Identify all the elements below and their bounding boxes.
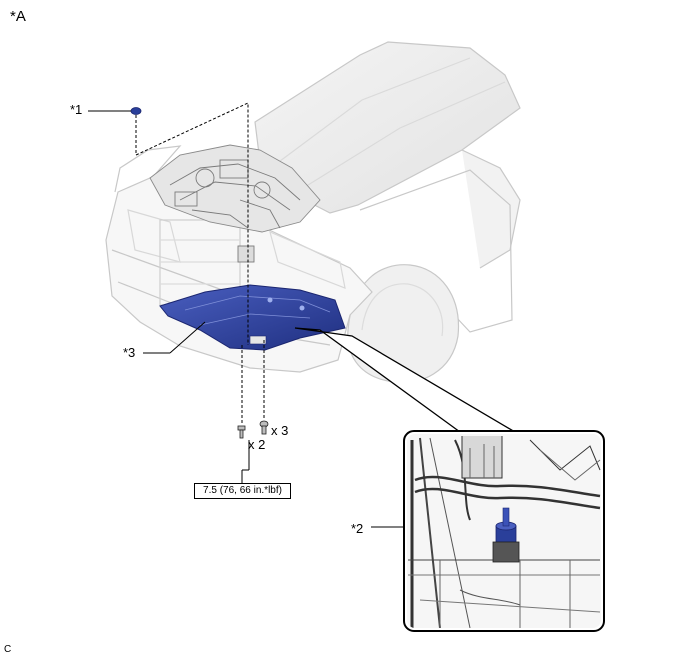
callout-part-1: *1 [70, 102, 83, 117]
callout-part-3: *3 [123, 345, 136, 360]
part-1-clip [130, 107, 142, 115]
screw-icon [259, 420, 269, 435]
engine-bay [149, 144, 321, 263]
figure-code: C [4, 644, 12, 655]
detail-inset [403, 430, 605, 632]
wheel [347, 264, 460, 384]
fastener-quantity-upper: x 3 [271, 423, 289, 438]
bolt-icon [237, 425, 246, 439]
fastener-quantity-lower: x 2 [248, 437, 266, 452]
view-label: *A [10, 8, 26, 25]
callout-part-2: *2 [351, 521, 364, 536]
part-3-under-cover [159, 284, 346, 351]
torque-spec-box: 7.5 (76, 66 in.*lbf) [194, 483, 291, 499]
part-2-pin [492, 507, 520, 563]
dashed-guides [135, 102, 265, 424]
